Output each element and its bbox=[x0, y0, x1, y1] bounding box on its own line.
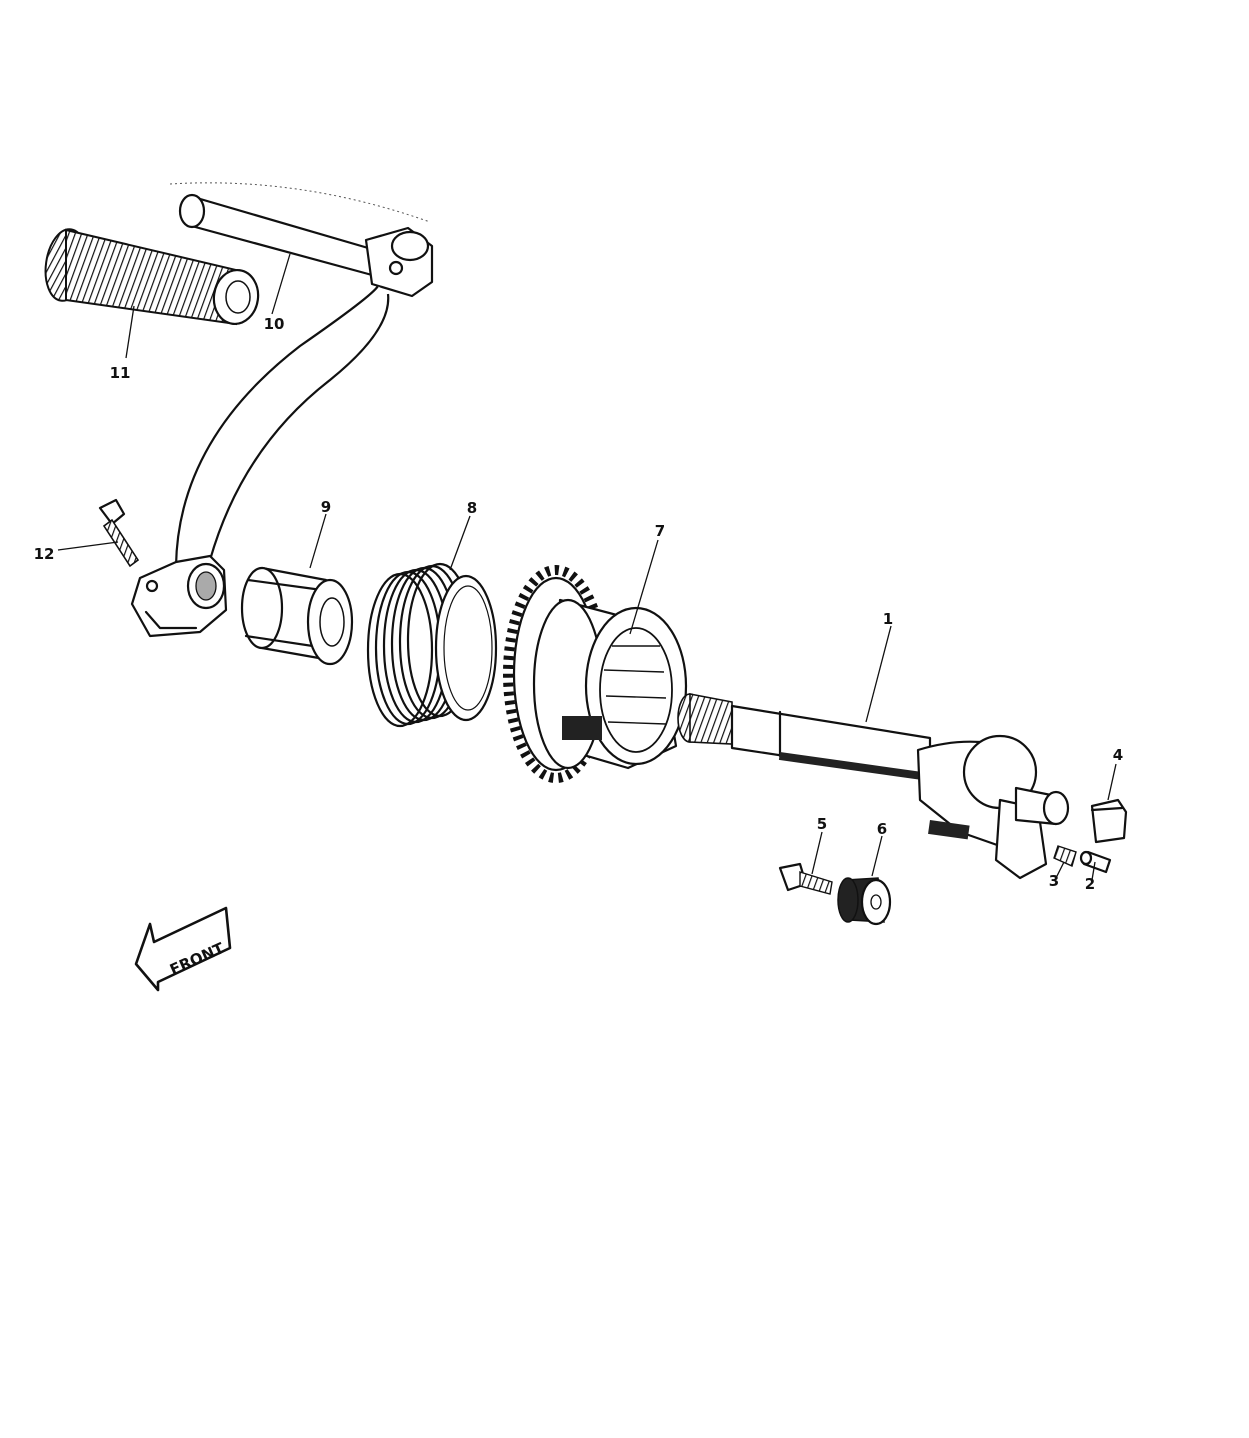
leader-lines bbox=[57, 253, 1117, 881]
collar bbox=[837, 877, 892, 926]
kick-pedal-arm bbox=[130, 226, 434, 638]
callout-11: 11 bbox=[110, 364, 131, 382]
pedal-shaft bbox=[169, 182, 431, 277]
callout-4: 4 bbox=[1113, 746, 1123, 764]
callout-7: 7 bbox=[655, 522, 665, 540]
pedal-bolt bbox=[98, 498, 140, 568]
callout-9: 9 bbox=[321, 498, 331, 516]
pedal-rubber bbox=[44, 228, 260, 326]
ratchet-guide bbox=[240, 566, 354, 666]
front-direction-arrow: FRONT bbox=[134, 906, 232, 992]
part-callouts: 1 2 3 4 5 6 7 8 9 10 11 12 bbox=[34, 315, 1124, 893]
callout-6: 6 bbox=[877, 820, 887, 838]
spring bbox=[1053, 845, 1077, 867]
callout-12: 12 bbox=[34, 545, 55, 563]
pin bbox=[1079, 850, 1112, 874]
kickstart-gear bbox=[503, 565, 688, 783]
callout-8: 8 bbox=[467, 499, 477, 517]
bolt bbox=[778, 862, 833, 895]
callout-3: 3 bbox=[1049, 872, 1059, 890]
return-spring bbox=[366, 562, 498, 728]
callout-1: 1 bbox=[883, 610, 893, 628]
callout-5: 5 bbox=[817, 815, 827, 833]
kickstart-shaft bbox=[677, 693, 1070, 880]
stopper bbox=[1090, 798, 1128, 844]
callout-10: 10 bbox=[264, 315, 285, 333]
callout-2: 2 bbox=[1085, 875, 1095, 893]
